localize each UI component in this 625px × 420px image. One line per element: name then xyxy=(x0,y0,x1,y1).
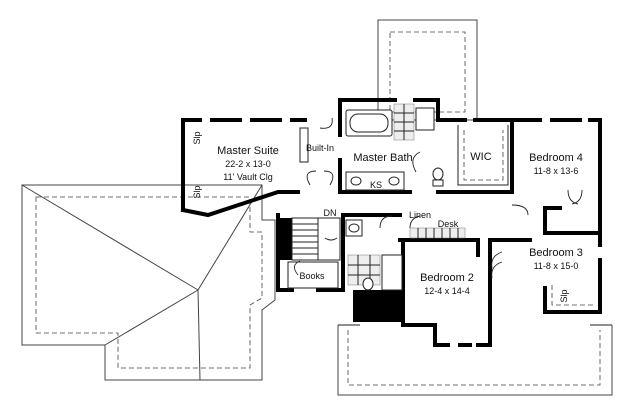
bed3-closet xyxy=(551,285,595,306)
hall-bath-fixtures xyxy=(345,219,403,291)
slp-label-2: Slp xyxy=(192,185,202,198)
slp-label-1: Slp xyxy=(192,131,202,144)
master-bath-name: Master Bath xyxy=(353,152,412,164)
slp-label-3: Slp xyxy=(559,289,569,302)
master-suite-dims: 22-2 x 13-0 xyxy=(225,159,271,169)
built-in-label: Built-In xyxy=(306,143,334,153)
bedroom4-dims: 11-8 x 13-6 xyxy=(534,166,579,176)
wic-name: WIC xyxy=(470,151,491,163)
books-niche xyxy=(287,261,339,289)
linen-label: Linen xyxy=(409,210,431,220)
dn-label: DN xyxy=(324,208,337,218)
desk-counter xyxy=(409,227,466,239)
master-suite-name: Master Suite xyxy=(217,145,279,157)
ks-label: KS xyxy=(370,180,382,190)
bedroom3-dims: 11-8 x 15-0 xyxy=(534,261,579,271)
stair-column xyxy=(280,218,292,260)
bedroom4-name: Bedroom 4 xyxy=(529,152,583,164)
desk-label: Desk xyxy=(438,219,459,229)
built-in-cabinet xyxy=(299,127,309,163)
porch-roof xyxy=(337,324,613,396)
room-labels: Master Suite 22-2 x 13-0 11' Vault Clg B… xyxy=(192,131,583,302)
doors xyxy=(294,117,583,279)
top-roof xyxy=(377,19,478,121)
wic-rod xyxy=(463,130,504,181)
left-roof xyxy=(21,184,276,381)
staircase xyxy=(291,217,341,261)
bedroom2-name: Bedroom 2 xyxy=(420,272,474,284)
books-label: Books xyxy=(299,271,325,281)
wic-shelving xyxy=(457,125,509,186)
master-bath-fixtures xyxy=(345,103,444,191)
master-suite-note: 11' Vault Clg xyxy=(223,172,272,182)
chase xyxy=(353,290,403,322)
bedroom2-dims: 12-4 x 14-4 xyxy=(424,286,470,296)
bedroom3-name: Bedroom 3 xyxy=(529,247,583,259)
